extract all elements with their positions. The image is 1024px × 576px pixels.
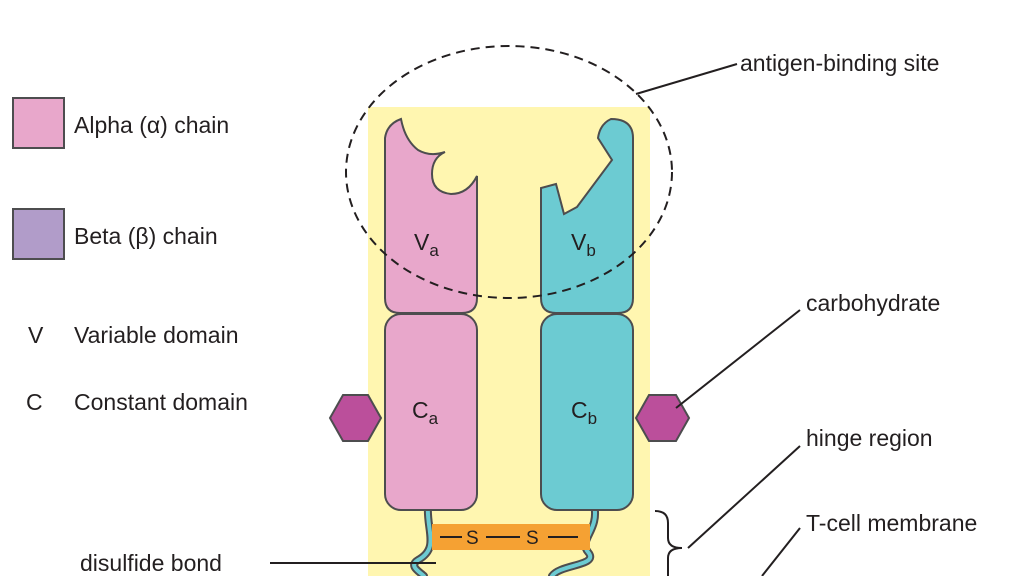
hinge-region-label: hinge region <box>806 425 933 451</box>
alpha-variable-domain-label: Va <box>414 229 439 260</box>
beta-constant-domain-label: Cb <box>571 397 597 428</box>
legend-swatch-alpha <box>12 97 65 149</box>
t-cell-membrane-label: T-cell membrane <box>806 510 977 536</box>
legend-label-alpha: Alpha (α) chain <box>74 112 229 138</box>
alpha-variable-domain <box>384 117 478 314</box>
antigen-binding-site-label: antigen-binding site <box>740 50 939 76</box>
disulfide-bond-label: disulfide bond <box>80 550 222 576</box>
hinge-region-bracket <box>654 510 683 576</box>
legend-label-variable: Variable domain <box>74 322 239 348</box>
hinge-region-leader <box>687 445 801 549</box>
alpha-constant-domain <box>384 313 478 511</box>
legend-swatch-beta <box>12 208 65 260</box>
legend-abbr-constant: C <box>26 389 43 415</box>
carbohydrate-label: carbohydrate <box>806 290 940 316</box>
alpha-constant-domain-label: Ca <box>412 397 439 428</box>
beta-constant-domain <box>540 313 634 511</box>
disulfide-s-right: S <box>526 528 539 549</box>
beta-chain-tail-fill <box>550 503 598 576</box>
alpha-chain-tail-fill <box>412 503 433 576</box>
beta-variable-domain-label: Vb <box>571 229 596 260</box>
legend-label-constant: Constant domain <box>74 389 248 415</box>
legend-abbr-variable: V <box>28 322 44 348</box>
antigen-binding-site-leader <box>635 63 738 95</box>
carbohydrate-hexagon-right <box>634 394 691 442</box>
disulfide-s-left: S <box>466 528 479 549</box>
t-cell-membrane-leader <box>761 527 801 576</box>
antigen-binding-site-outline <box>345 45 673 299</box>
legend-label-beta: Beta (β) chain <box>74 223 218 249</box>
carbohydrate-hexagon-left <box>328 394 383 442</box>
beta-variable-domain <box>540 117 634 314</box>
carbohydrate-leader <box>675 309 801 409</box>
